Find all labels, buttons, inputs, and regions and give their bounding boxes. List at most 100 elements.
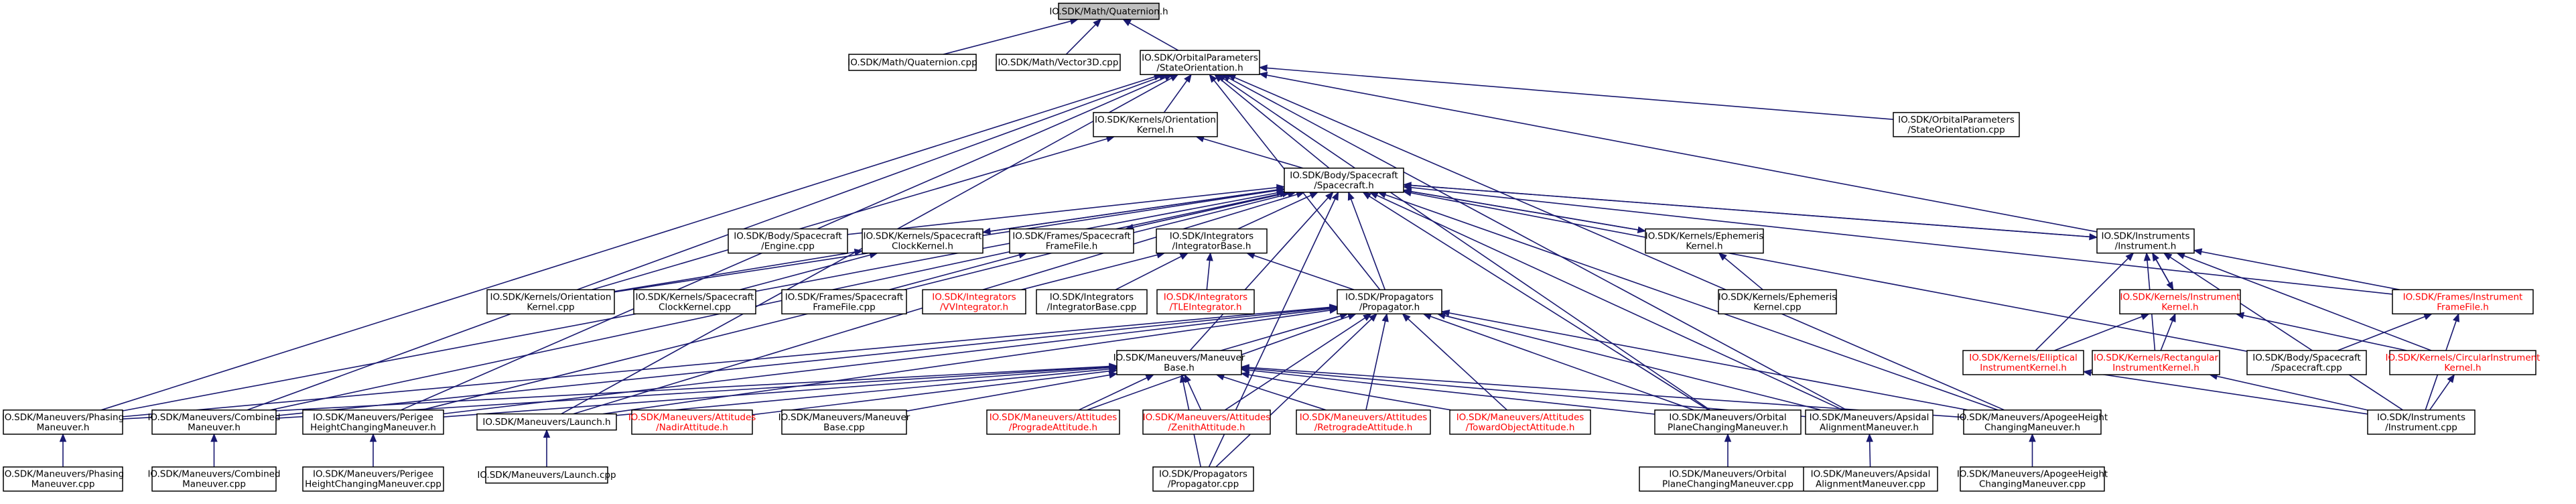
edge-line [2236, 313, 2407, 351]
arrowhead-icon [1402, 184, 1412, 192]
node-box [1152, 466, 1254, 492]
file-node-vec3d-h[interactable]: IO.SDK/Math/Vector3D.cpp [996, 54, 1121, 71]
node-label-line: IO.SDK/Maneuvers/Apsidal [1810, 412, 1929, 423]
dependency-edge [1718, 252, 1763, 290]
arrowhead-icon [1637, 226, 1647, 234]
node-box [1156, 289, 1255, 315]
node-label-line: IO.SDK/Maneuvers/Maneuver [1113, 353, 1245, 363]
file-node-spacecraft-cpp[interactable]: IO.SDK/Body/Spacecraft/Spacecraft.cpp [2246, 350, 2367, 375]
edge-line [1215, 313, 1377, 468]
dependency-edge [2029, 433, 2036, 467]
arrowhead-icon [1325, 191, 1334, 200]
file-node-stateori-cpp[interactable]: IO.SDK/OrbitalParameters/StateOrientatio… [1893, 112, 2020, 137]
file-node-retrograde-h[interactable]: IO.SDK/Maneuvers/Attitudes/RetrogradeAtt… [1296, 410, 1431, 435]
node-label-line: Kernel.h [1686, 241, 1722, 252]
file-node-launch-h[interactable]: IO.SDK/Maneuvers/Launch.h [476, 413, 617, 431]
file-node-apogee-h[interactable]: IO.SDK/Maneuvers/ApogeeHeightChangingMan… [1957, 410, 2108, 435]
file-node-instkernel-h[interactable]: IO.SDK/Kernels/InstrumentKernel.h [2119, 289, 2241, 315]
file-node-perigee-h[interactable]: IO.SDK/Maneuvers/PerigeeHeightChangingMa… [302, 410, 444, 435]
dependency-edge [1206, 252, 1213, 290]
edge-line [1217, 74, 1711, 411]
file-node-orbplane-cpp[interactable]: IO.SDK/Maneuvers/OrbitalPlaneChangingMan… [1639, 466, 1817, 492]
file-node-toward-h[interactable]: IO.SDK/Maneuvers/Attitudes/TowardObjectA… [1449, 410, 1591, 435]
file-node-nadir-h[interactable]: IO.SDK/Maneuvers/Attitudes/NadirAttitude… [628, 410, 756, 435]
file-node-perigee-cpp[interactable]: IO.SDK/Maneuvers/PerigeeHeightChangingMa… [302, 466, 444, 492]
file-node-propagator-cpp[interactable]: IO.SDK/Propagators/Propagator.cpp [1152, 466, 1254, 492]
node-label-line: /TLEIntegrator.h [1169, 302, 1241, 312]
file-node-spacecraft-h[interactable]: IO.SDK/Body/Spacecraft/Spacecraft.h [1284, 168, 1404, 193]
file-node-instrument-cpp[interactable]: IO.SDK/Instruments/Instrument.cpp [2367, 410, 2476, 435]
node-label-line: IO.SDK/Kernels/CircularInstrument [2386, 353, 2540, 363]
node-label-line: ChangingManeuver.h [1984, 422, 2080, 433]
edge-line [2210, 374, 2368, 411]
file-node-propagator-h[interactable]: IO.SDK/Propagators/Propagator.h [1337, 289, 1442, 315]
file-node-rectangular-h[interactable]: IO.SDK/Kernels/RectangularInstrumentKern… [2092, 350, 2220, 375]
file-node-quat-cpp[interactable]: IO.SDK/Math/Quaternion.cpp [848, 54, 977, 71]
arrowhead-icon [1440, 309, 1450, 317]
dependency-edge [1115, 252, 1189, 291]
file-node-apsidal-h[interactable]: IO.SDK/Maneuvers/ApsidalAlignmentManeuve… [1805, 410, 1934, 435]
dependency-edge [2193, 248, 2400, 291]
node-label-line: Kernel.cpp [527, 302, 574, 312]
edge-line [982, 188, 1285, 233]
node-label-line: IO.SDK/Integrators [1164, 292, 1247, 302]
node-label-line: IO.SDK/Maneuvers/ApogeeHeight [1957, 412, 2108, 423]
file-node-instrument-h[interactable]: IO.SDK/Instruments/Instrument.h [2096, 228, 2195, 254]
file-node-stateori-h[interactable]: IO.SDK/OrbitalParameters/StateOrientatio… [1140, 50, 1260, 76]
file-node-circular-h[interactable]: IO.SDK/Kernels/CircularInstrumentKernel.… [2386, 350, 2540, 375]
arrowhead-icon [1718, 252, 1727, 261]
node-label-line: FrameFile.h [2437, 302, 2489, 312]
edge-line [592, 136, 1115, 291]
dependency-edge [1403, 190, 1647, 234]
edge-line [275, 306, 1338, 417]
dependency-edge [2152, 253, 2174, 291]
file-node-integbase-cpp[interactable]: IO.SDK/Integrators/IntegratorBase.cpp [1036, 289, 1148, 315]
dependency-edge [2035, 252, 2134, 351]
node-label-line: /Spacecraft.cpp [2271, 363, 2342, 373]
file-node-prograde-h[interactable]: IO.SDK/Maneuvers/Attitudes/ProgradeAttit… [986, 410, 1120, 435]
file-node-engine-cpp[interactable]: IO.SDK/Body/Spacecraft/Engine.cpp [728, 228, 848, 254]
dependency-edge [1217, 74, 1711, 411]
arrowhead-icon [2140, 313, 2150, 320]
file-node-vvint-h[interactable]: IO.SDK/Integrators/VVIntegrator.h [922, 289, 1026, 315]
node-label-line: /Instrument.h [2115, 241, 2177, 252]
file-node-elliptical-h[interactable]: IO.SDK/Kernels/EllipticalInstrumentKerne… [1962, 350, 2084, 375]
file-node-zenith-h[interactable]: IO.SDK/Maneuvers/Attitudes/ZenithAttitud… [1142, 410, 1271, 435]
node-box [151, 410, 277, 435]
file-node-tleint-h[interactable]: IO.SDK/Integrators/TLEIntegrator.h [1156, 289, 1255, 315]
node-box [631, 410, 753, 435]
edge-line [740, 252, 878, 291]
dependency-edge [210, 433, 218, 467]
dependency-edge [1221, 312, 1349, 351]
node-label-line: AlignmentManeuver.cpp [1816, 479, 1925, 490]
node-box [996, 54, 1121, 71]
edge-line [1078, 374, 1154, 411]
node-box [476, 413, 617, 431]
node-box [1036, 289, 1148, 315]
file-node-launch-cpp[interactable]: IO.SDK/Maneuvers/Launch.cpp [477, 466, 616, 484]
node-box [2367, 410, 2476, 435]
file-node-apsidal-cpp[interactable]: IO.SDK/Maneuvers/ApsidalAlignmentManeuve… [1803, 466, 1938, 492]
file-node-apogee-cpp[interactable]: IO.SDK/Maneuvers/ApogeeHeightChangingMan… [1957, 466, 2108, 492]
file-node-integbase-h[interactable]: IO.SDK/Integrators/IntegratorBase.h [1156, 228, 1268, 254]
file-node-quat-h[interactable]: IO.SDK/Math/Quaternion.h [1049, 3, 1168, 20]
arrowhead-icon [2176, 252, 2186, 259]
edge-line [1021, 252, 1165, 291]
edge-line [1196, 136, 1304, 169]
file-node-orbplane-h[interactable]: IO.SDK/Maneuvers/OrbitalPlaneChangingMan… [1654, 410, 1802, 435]
